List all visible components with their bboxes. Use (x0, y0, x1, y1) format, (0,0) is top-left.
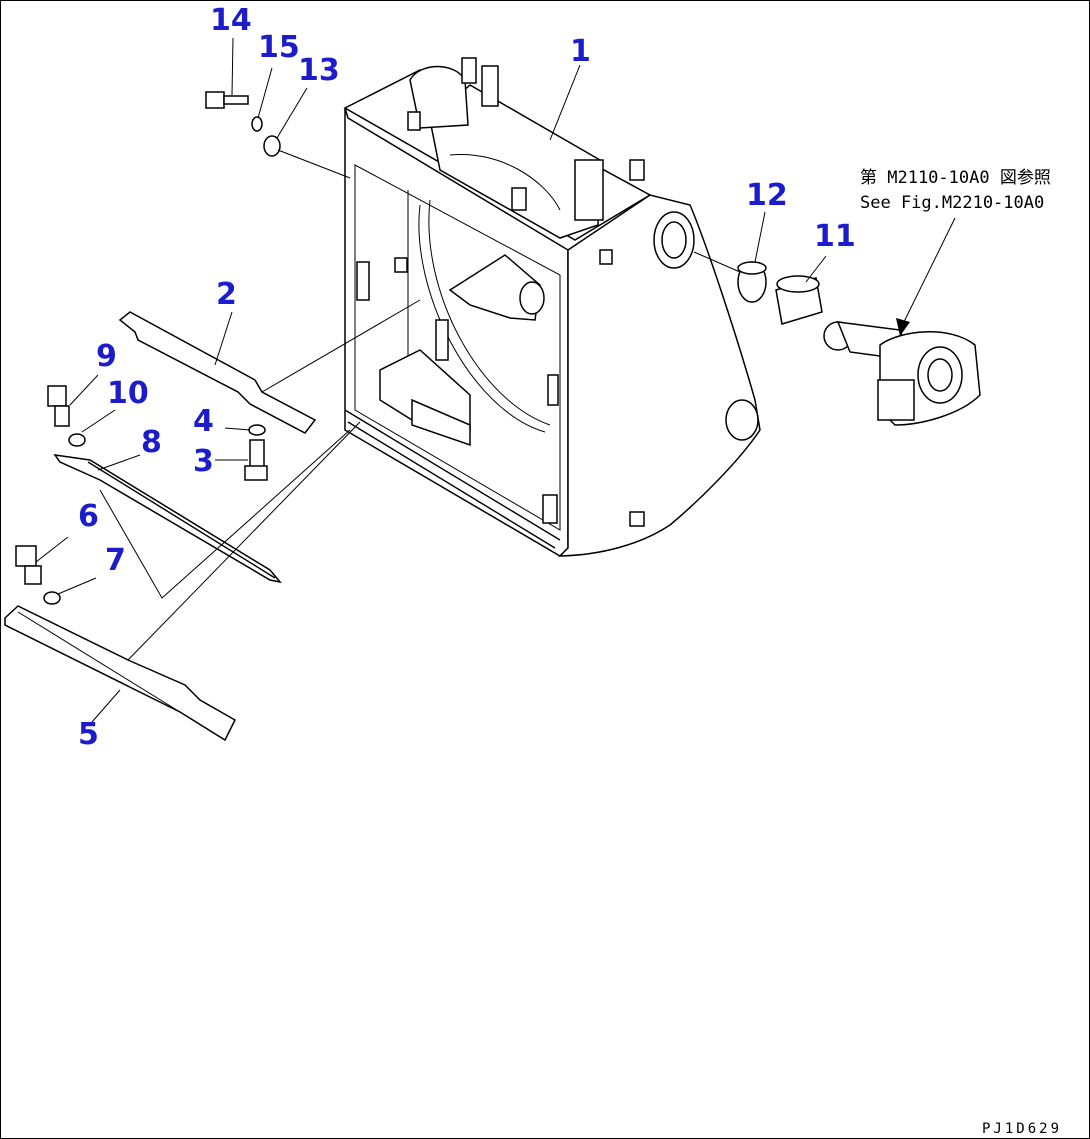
reference-note-jp: 第 M2110-10A0 図参照 (860, 168, 1051, 188)
callout-1: 1 (570, 34, 591, 69)
callout-13: 13 (298, 53, 340, 88)
bolt-part-14 (205, 91, 249, 109)
o-ring-part-13 (263, 135, 281, 157)
washer-part-4 (248, 424, 266, 436)
leader-5-to-frame (127, 421, 361, 661)
leader-12-axis (693, 251, 741, 273)
callout-2: 2 (216, 277, 237, 312)
bushing-part-11 (775, 275, 823, 325)
pivot-shaft-assembly (823, 321, 981, 426)
callout-14: 14 (210, 3, 252, 38)
callout-4: 4 (193, 404, 214, 439)
bolt-part-6 (15, 545, 42, 585)
washer-part-10 (68, 433, 86, 447)
leader-2-to-frame (261, 299, 421, 393)
callout-leaders (35, 37, 827, 723)
callout-9: 9 (96, 339, 117, 374)
leader-8-to-frame (99, 429, 351, 599)
callout-7: 7 (105, 543, 126, 578)
callout-3: 3 (193, 444, 214, 479)
callout-11: 11 (814, 219, 856, 254)
cover-plate-part-8 (53, 454, 282, 584)
reference-arrow (896, 217, 956, 336)
callout-6: 6 (78, 499, 99, 534)
bolt-part-3 (244, 439, 268, 481)
callout-12: 12 (746, 178, 788, 213)
washer-part-7 (43, 591, 61, 605)
figure-code: PJ1D629 (982, 1121, 1062, 1137)
leader-13-to-frame (277, 149, 351, 179)
callout-10: 10 (107, 376, 149, 411)
washer-part-15 (251, 116, 263, 132)
reference-note-en: See Fig.M2210-10A0 (860, 193, 1044, 213)
bushing-part-12 (737, 261, 767, 303)
bolt-part-9 (47, 385, 70, 427)
radiator-frame-part (343, 57, 761, 557)
cover-plate-part-2 (118, 311, 317, 434)
callout-8: 8 (141, 425, 162, 460)
callout-5: 5 (78, 717, 99, 752)
callout-15: 15 (258, 30, 300, 65)
cover-plate-part-5 (4, 605, 236, 742)
